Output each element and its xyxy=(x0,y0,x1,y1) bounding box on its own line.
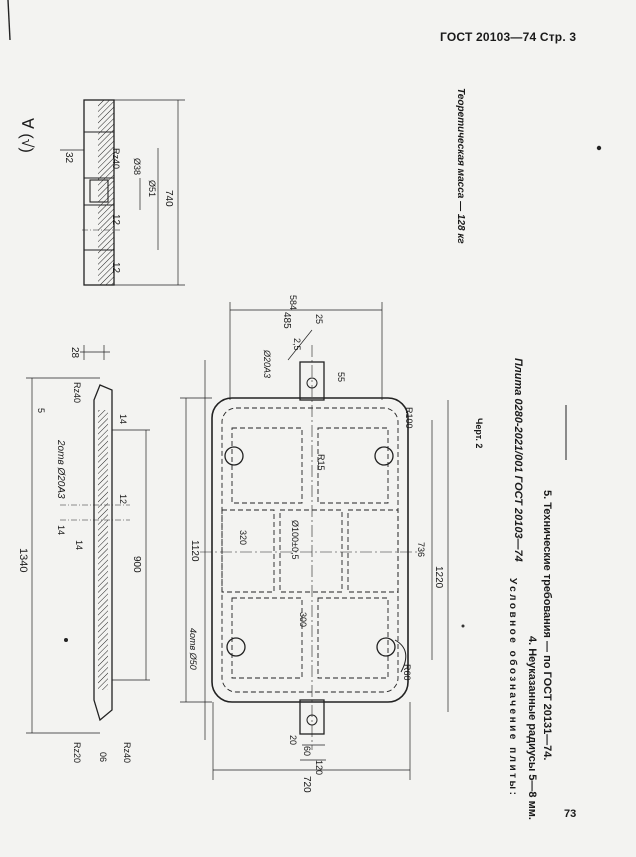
symbol-title: Условное обозначение плиты: xyxy=(507,578,519,797)
svg-text:740: 740 xyxy=(163,190,174,207)
symbol-example: Плита 0280-2021/001 ГОСТ 20103—74 xyxy=(512,358,524,562)
svg-text:5: 5 xyxy=(36,408,46,413)
svg-text:Ø38: Ø38 xyxy=(132,158,142,175)
svg-text:300: 300 xyxy=(298,612,308,627)
corner-hole-tl xyxy=(224,446,244,466)
plan-view xyxy=(180,302,449,780)
svg-text:Rz40: Rz40 xyxy=(72,382,82,403)
svg-text:736: 736 xyxy=(416,542,426,557)
top-view xyxy=(60,99,185,286)
mass-note: Теоретическая масса — 128 кг xyxy=(455,88,466,244)
svg-text:2отв Ø20A3: 2отв Ø20A3 xyxy=(55,439,66,499)
top-view-dimensions: 32 Rz40 Ø38 Ø51 12 12 740 xyxy=(63,148,174,274)
svg-text:900: 900 xyxy=(131,556,142,573)
svg-text:4отв Ø50: 4отв Ø50 xyxy=(188,628,198,670)
svg-text:Ø51: Ø51 xyxy=(147,180,157,197)
plan-view-dimensions: 485 584 25 2,5 55 Ø20A3 R100 R15 320 112… xyxy=(188,295,444,793)
svg-text:06: 06 xyxy=(98,752,108,762)
svg-text:60: 60 xyxy=(302,746,312,756)
svg-text:R15: R15 xyxy=(316,454,326,471)
header-standard: ГОСТ 20103—74 Стр. 3 xyxy=(440,30,577,44)
svg-text:720: 720 xyxy=(301,776,312,793)
side-view xyxy=(26,345,150,734)
drawing-caption: Черт. 2 xyxy=(474,418,484,448)
corner-hole-bl xyxy=(226,637,246,657)
side-view-dimensions: 28 Rz40 5 2отв Ø20A3 14 14 12 14 1340 90… xyxy=(17,347,142,763)
svg-text:1120: 1120 xyxy=(189,540,200,562)
svg-text:32: 32 xyxy=(63,152,74,164)
svg-text:∀ (√): ∀ (√) xyxy=(18,118,35,153)
svg-text:20: 20 xyxy=(288,735,298,745)
svg-text:25: 25 xyxy=(314,314,324,324)
side-view-outline xyxy=(93,384,113,722)
svg-text:55: 55 xyxy=(336,372,346,382)
svg-text:Rz20: Rz20 xyxy=(72,742,82,763)
svg-text:1340: 1340 xyxy=(17,548,29,572)
svg-text:1220: 1220 xyxy=(433,566,444,589)
surface-finish-symbol: ∀ (√) xyxy=(18,118,35,153)
svg-text:Rz40: Rz40 xyxy=(122,742,132,763)
svg-text:320: 320 xyxy=(238,530,248,545)
svg-text:28: 28 xyxy=(69,347,80,359)
svg-text:14: 14 xyxy=(56,525,66,535)
plate-outline xyxy=(211,397,409,703)
svg-text:485: 485 xyxy=(281,312,292,329)
svg-text:R60: R60 xyxy=(402,664,412,681)
svg-text:Rz40: Rz40 xyxy=(111,148,121,169)
svg-text:14: 14 xyxy=(118,414,128,424)
svg-text:2,5: 2,5 xyxy=(292,338,302,351)
page-number: 73 xyxy=(564,808,577,820)
svg-text:R100: R100 xyxy=(404,407,414,429)
svg-text:12: 12 xyxy=(110,214,121,226)
margin-mark xyxy=(7,0,11,41)
corner-hole-tr xyxy=(374,446,394,466)
corner-hole-br xyxy=(376,637,396,657)
stray-dot xyxy=(596,145,602,151)
svg-text:12: 12 xyxy=(110,262,121,274)
svg-text:12: 12 xyxy=(118,494,128,504)
svg-text:120: 120 xyxy=(314,760,324,775)
svg-text:14: 14 xyxy=(74,540,84,550)
note-5: 5. Технические требования — по ГОСТ 2013… xyxy=(541,490,553,760)
svg-text:Ø20A3: Ø20A3 xyxy=(262,349,272,378)
stray-dot xyxy=(461,624,465,628)
svg-text:584: 584 xyxy=(288,295,298,310)
svg-text:Ø100±0,5: Ø100±0,5 xyxy=(290,520,300,559)
note-4: 4. Неуказанные радиусы 5—8 мм. xyxy=(526,636,538,820)
